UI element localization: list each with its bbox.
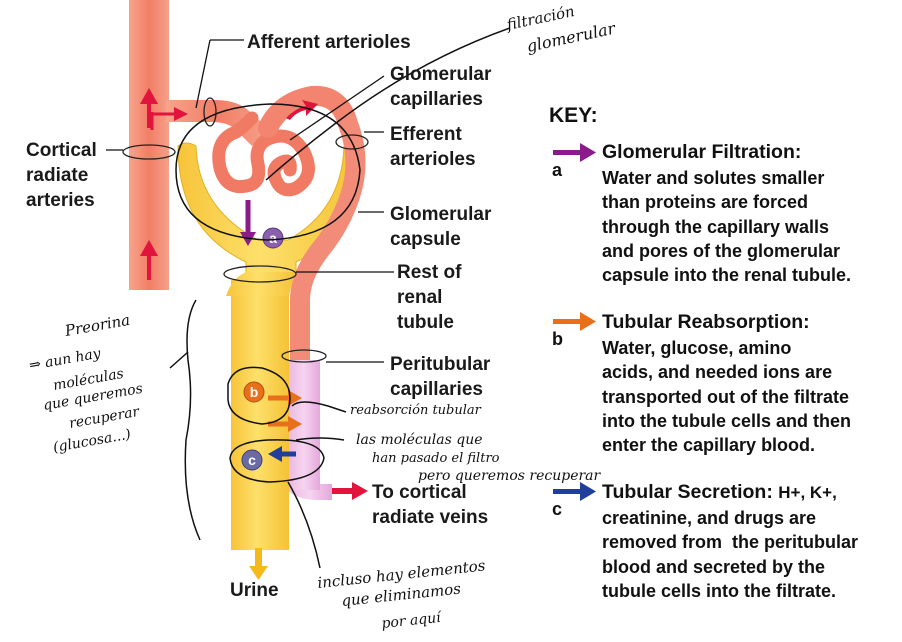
label-afferent-arterioles: Afferent arterioles [247,32,411,53]
label-to-cortical-radiate-veins: To cortical radiate veins [372,482,489,528]
svg-text:(glucosa...): (glucosa...) [52,427,132,456]
secretion-arrow [268,446,296,462]
key-text-secretion: creatinine, and drugs are removed from t… [602,508,859,601]
renal-tubule [231,280,289,550]
svg-text:c: c [248,452,256,468]
label-cortical-radiate-arteries: Cortical radiate arteries [26,140,97,211]
key-heading-secretion-ions: H+, K+, [778,483,837,502]
key-text-filtration: Water and solutes smaller than proteins … [602,168,852,286]
svg-text:b: b [250,384,259,400]
reabsorption-arrows [268,390,302,432]
svg-text:por aquí: por aquí [381,610,443,632]
hand-ink [169,27,511,569]
leader-lines [106,39,394,363]
key-heading-secretion-title: Tubular Secretion: [602,481,773,503]
svg-text:recuperar: recuperar [68,404,142,432]
label-glomerular-capsule: Glomerular capsule [390,204,492,250]
svg-text:a: a [269,230,277,246]
efferent-flow-arrow [286,100,318,120]
label-rest-of-renal-tubule: Rest of renal tubule [397,262,462,333]
label-efferent-arterioles: Efferent arterioles [390,124,476,170]
efferent-arteriole [290,114,366,370]
key-arrow-filtration [553,143,596,162]
key-arrow-secretion [553,482,596,501]
urine-arrow [249,548,268,580]
key-title: KEY: [549,104,598,127]
glomerular-capsule-shape [177,141,361,281]
svg-text:reabsorción tubular: reabsorción tubular [350,403,482,418]
marker-c: c [241,449,263,471]
veins-arrow [332,482,368,500]
marker-a: a [262,227,284,249]
key-letter-b: b [552,329,563,349]
key-letter-a: a [552,160,563,180]
artery-flow-arrows [140,88,188,280]
glomerular-capillary-tuft [212,85,358,197]
section-rings [122,97,369,363]
key-heading-reabsorption: Tubular Reabsorption: [602,311,810,333]
key-heading-secretion: Tubular Secretion: H+, K+, [602,481,837,504]
label-glomerular-capillaries: Glomerular capillaries [390,64,492,110]
key-arrow-reabsorption [553,312,596,331]
key-text-reabsorption: Water, glucose, amino acids, and needed … [602,338,852,456]
marker-b: b [243,381,265,403]
label-urine: Urine [230,580,279,601]
label-peritubular-capillaries: Peritubular capillaries [390,354,491,400]
key-letter-c: c [552,499,563,519]
svg-text:las moléculas que: las moléculas que [356,432,483,448]
key-heading-filtration: Glomerular Filtration: [602,141,802,163]
svg-text:Preorina: Preorina [63,311,132,340]
svg-text:⇒ aun hay: ⇒ aun hay [28,345,103,373]
svg-text:pero queremos recuperar: pero queremos recuperar [418,468,602,484]
svg-text:han pasado el filtro: han pasado el filtro [372,451,500,466]
